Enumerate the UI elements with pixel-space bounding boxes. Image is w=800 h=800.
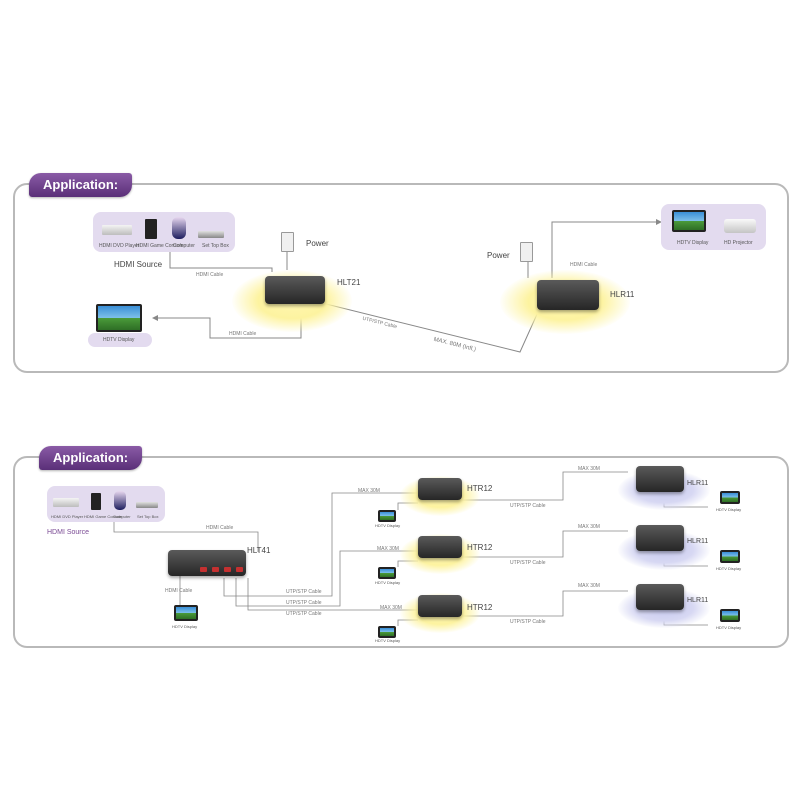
rep3-utp-label: UTP/STP Cable	[510, 619, 546, 625]
p2-local-display-label: HDTV Display	[172, 624, 198, 629]
hlr11-label-3: HLR11	[687, 597, 709, 604]
hdmi-cable-in-label: HDMI Cable	[196, 272, 224, 278]
hlr11-receiver-3	[636, 584, 684, 610]
htr12-label-3: HTR12	[467, 603, 493, 612]
p2-local-hdtv-icon	[174, 605, 198, 621]
hlt41-hub	[168, 550, 246, 576]
rep2-max-label: MAX 30M	[377, 546, 399, 552]
rx-power-label: Power	[487, 251, 510, 260]
rep3-display-icon	[378, 626, 396, 638]
p2-hdmi-source-label: HDMI Source	[47, 529, 90, 536]
rx3-display-icon	[720, 609, 740, 622]
utp-label-row-2: UTP/STP Cable	[286, 600, 322, 606]
rx3-max-label: MAX 30M	[578, 583, 600, 589]
game-console-icon	[145, 219, 157, 239]
p2-set-top-box-icon	[136, 502, 158, 508]
p2-source-device-label-4: Set Top Box	[137, 514, 159, 519]
p2-game-console-icon	[91, 493, 101, 510]
p2-computer-icon	[114, 491, 126, 510]
hdmi-cable-out-label: HDMI Cable	[229, 331, 257, 337]
rep2-utp-label: UTP/STP Cable	[510, 560, 546, 566]
p2-source-device-label-1: HDMI DVD Player	[51, 514, 84, 519]
hub-port-4	[236, 567, 243, 572]
rep3-display-label: HDTV Display	[375, 638, 401, 643]
hlr11-receiver-2	[636, 525, 684, 551]
remote-projector-label: HD Projector	[724, 240, 753, 246]
panel-2-title: Application:	[39, 446, 143, 470]
hlr11-label: HLR11	[610, 290, 635, 299]
rx1-display-icon	[720, 491, 740, 504]
rep1-display-label: HDTV Display	[375, 523, 401, 528]
source-device-label-1: HDMI DVD Player	[99, 243, 140, 249]
rep2-display-icon	[378, 567, 396, 579]
rep1-utp-label: UTP/STP Cable	[510, 503, 546, 509]
hdmi-source-label: HDMI Source	[114, 260, 163, 269]
local-display-badge	[88, 333, 152, 347]
hlr11-receiver	[537, 280, 599, 310]
rep1-max-label: MAX 30M	[358, 488, 380, 494]
local-hdtv-icon	[96, 304, 142, 332]
hlr11-label-2: HLR11	[687, 538, 709, 545]
source-device-label-3: Computer	[173, 243, 195, 249]
hlr11-receiver-1	[636, 466, 684, 492]
p2-source-device-label-3: Computer	[113, 514, 131, 519]
htr12-repeater-1	[418, 478, 462, 500]
hdmi-cable-rx-label: HDMI Cable	[570, 262, 598, 268]
hlt21-label: HLT21	[337, 278, 361, 287]
p2-hdmi-cable-local-label: HDMI Cable	[165, 588, 193, 594]
remote-display-label: HDTV Display	[677, 240, 709, 246]
rx2-display-icon	[720, 550, 740, 563]
remote-hdtv-icon	[672, 210, 706, 232]
hub-port-2	[212, 567, 219, 572]
rx2-max-label: MAX 30M	[578, 524, 600, 530]
dvd-player-icon	[102, 225, 132, 235]
p2-source-device-label-2: HDMI Game Console	[84, 514, 123, 519]
local-display-label: HDTV Display	[103, 337, 135, 343]
p2-hdmi-cable-in-label: HDMI Cable	[206, 525, 234, 531]
source-device-label-2: HDMI Game Console	[136, 243, 184, 249]
hlt21-transmitter	[265, 276, 325, 304]
htr12-repeater-2	[418, 536, 462, 558]
rep1-display-icon	[378, 510, 396, 522]
rx1-display-label: HDTV Display	[716, 507, 742, 512]
source-device-label-4: Set Top Box	[202, 243, 229, 249]
htr12-repeater-3	[418, 595, 462, 617]
rx3-display-label: HDTV Display	[716, 625, 742, 630]
tx-power-label: Power	[306, 239, 329, 248]
htr12-label-1: HTR12	[467, 484, 493, 493]
set-top-box-icon	[198, 231, 224, 238]
rx2-display-label: HDTV Display	[716, 566, 742, 571]
rx-power-outlet-icon	[520, 242, 533, 262]
hlr11-label-1: HLR11	[687, 480, 709, 487]
panel-1-title: Application:	[29, 173, 133, 197]
hd-projector-icon	[724, 219, 756, 233]
utp-label-row-1: UTP/STP Cable	[286, 589, 322, 595]
hub-port-3	[224, 567, 231, 572]
htr12-label-2: HTR12	[467, 543, 493, 552]
power-outlet-icon	[281, 232, 294, 252]
utp-label-row-3: UTP/STP Cable	[286, 611, 322, 617]
rep3-max-label: MAX 30M	[380, 605, 402, 611]
hub-port-1	[200, 567, 207, 572]
rep2-display-label: HDTV Display	[375, 580, 401, 585]
hlt41-label: HLT41	[247, 546, 271, 555]
rx1-max-label: MAX 30M	[578, 466, 600, 472]
computer-icon	[172, 217, 186, 239]
p2-dvd-player-icon	[53, 498, 79, 507]
